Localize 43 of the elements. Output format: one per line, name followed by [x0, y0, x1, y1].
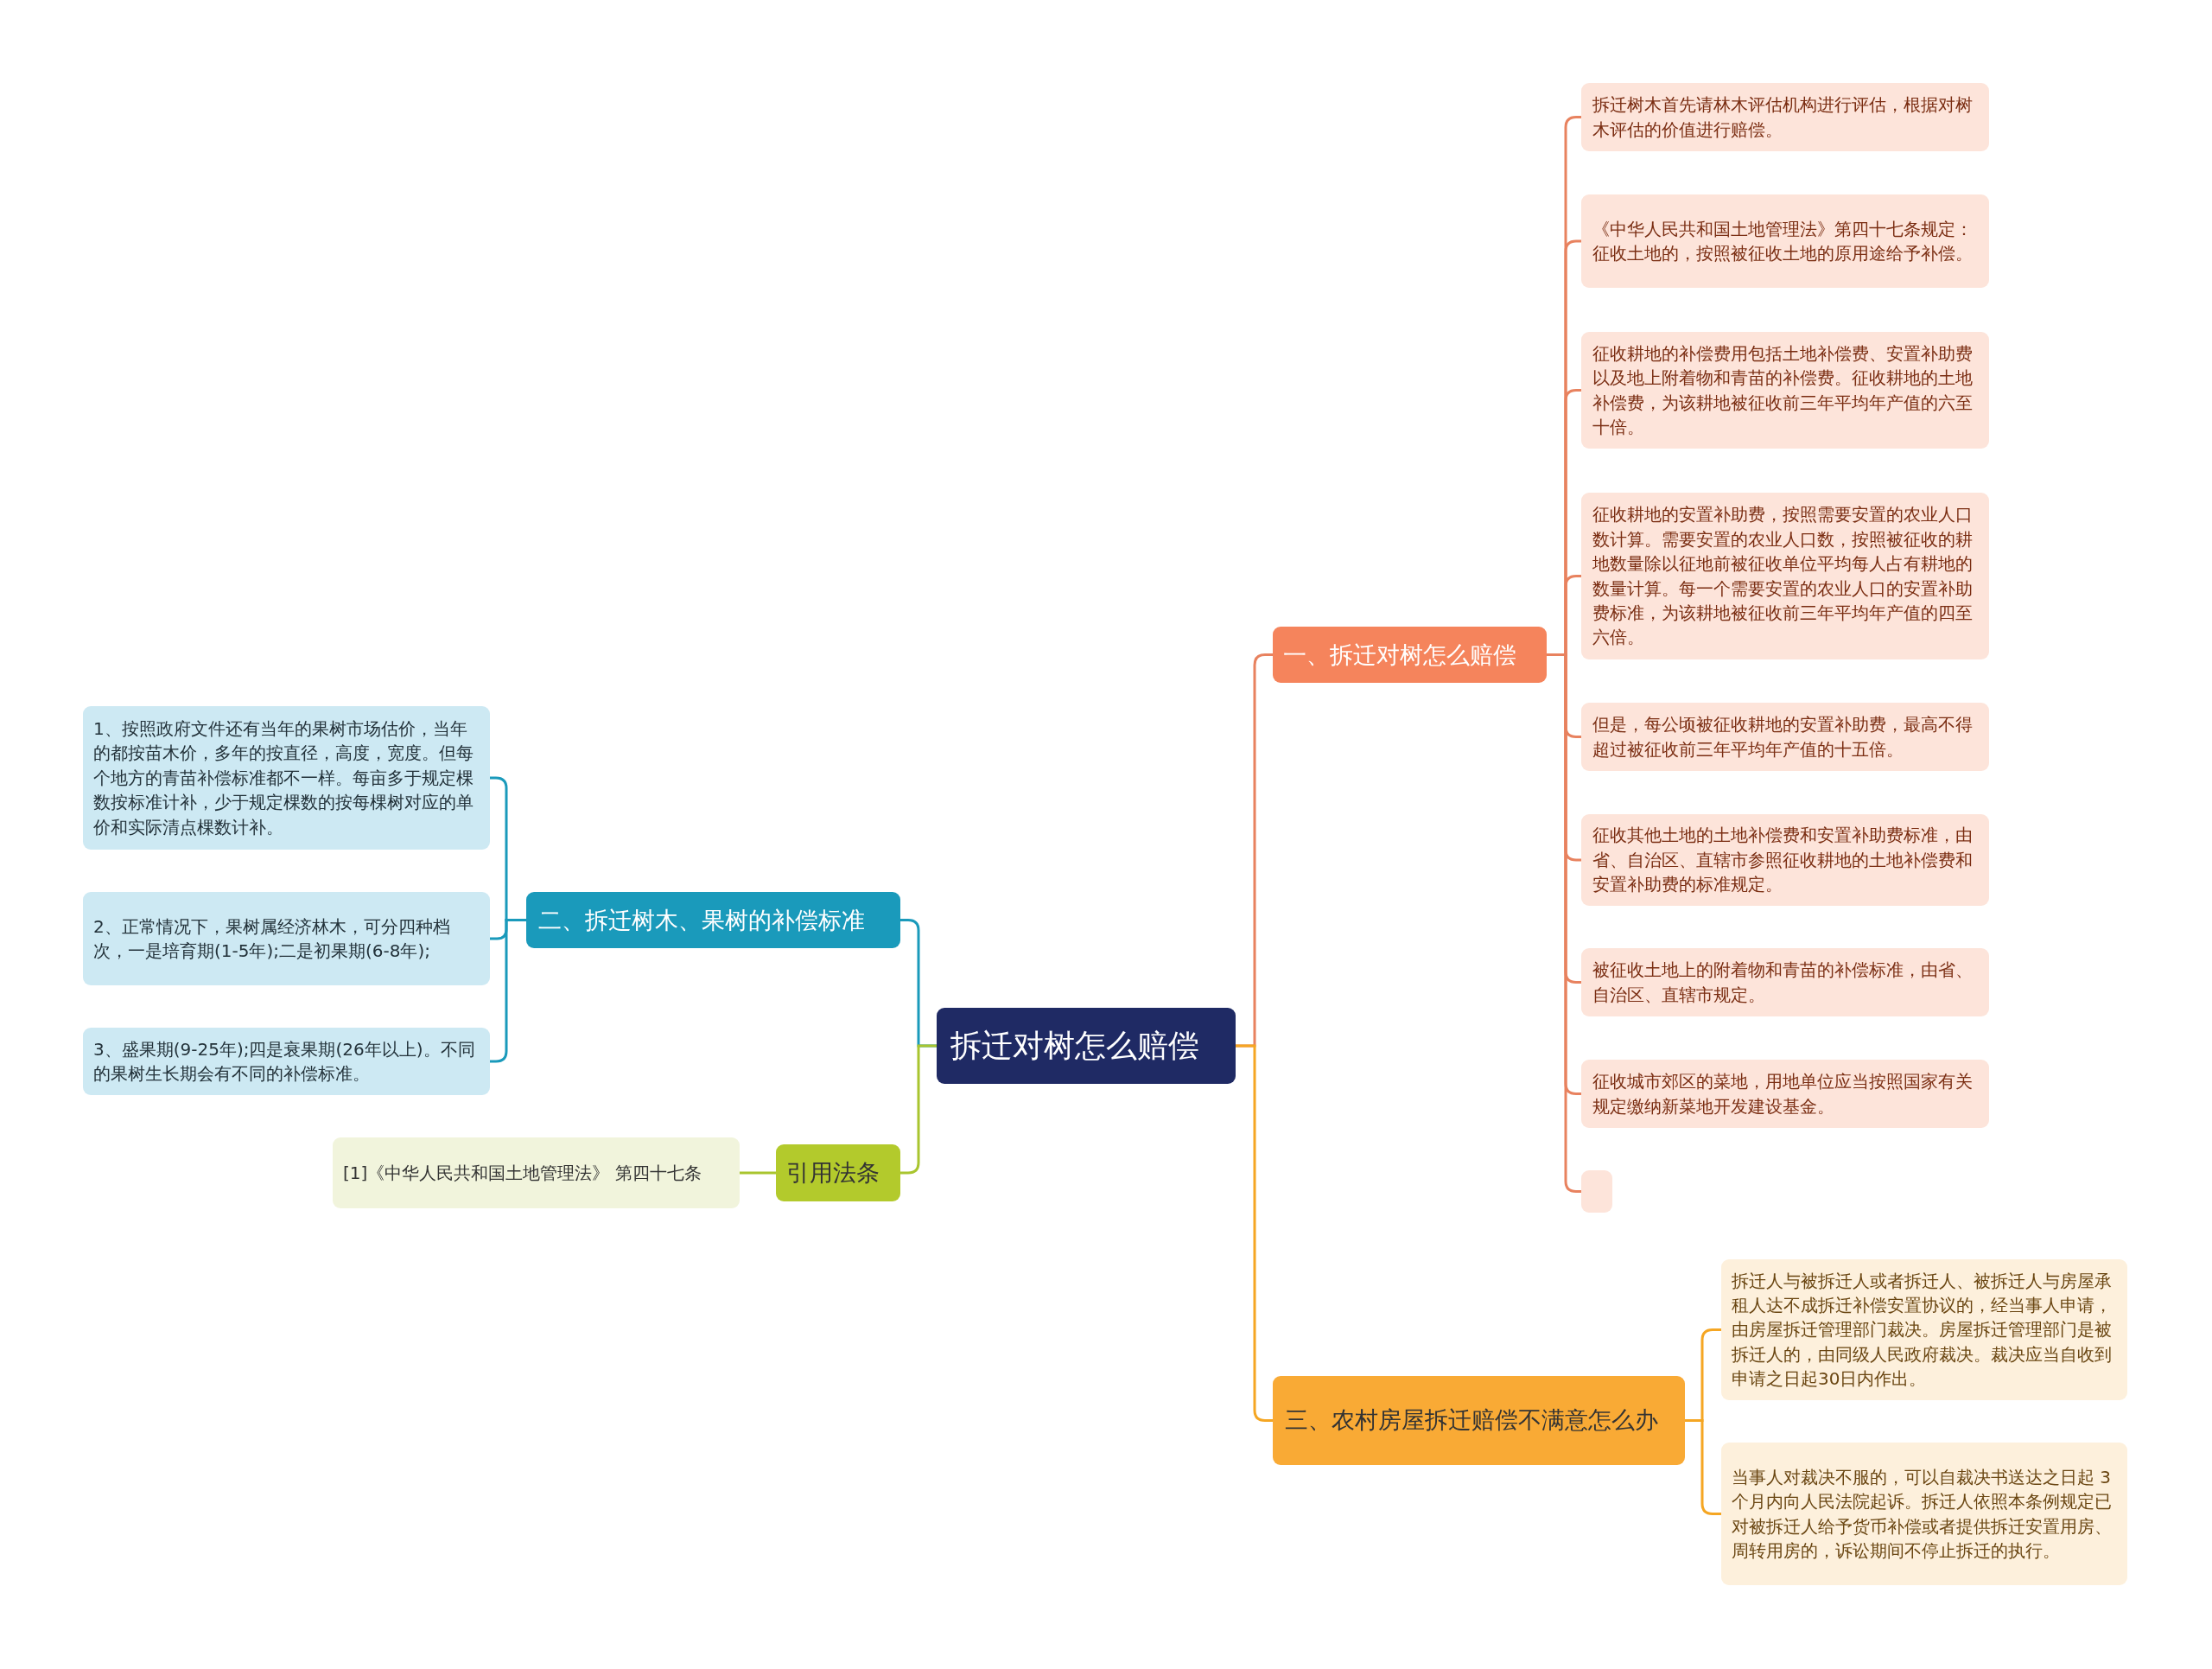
note-text: 拆迁人与被拆迁人或者拆迁人、被拆迁人与房屋承租人达不成拆迁补偿安置协议的，经当事人申请，由房屋拆迁管理部门裁决。房屋拆迁管理部门是被拆迁人的，由同级人民政府裁决。裁决应当自收到申请之日起30日内作出。: [1732, 1269, 2113, 1392]
note-text: 拆迁树木首先请林木评估机构进行评估，根据对树木评估的价值进行赔偿。: [1592, 93, 1974, 142]
note-text: 当事人对裁决不服的，可以自裁决书送达之日起 3 个月内向人民法院起诉。拆迁人依照本条例规定已对被拆迁人给予货币补偿或者提供拆迁安置用房、周转用房的，诉讼期间不停止拆迁的执行。: [1732, 1465, 2113, 1563]
note-card: [1581, 1060, 1989, 1128]
branch-topic-text: 三、农村房屋拆迁赔偿不满意怎么办: [1285, 1405, 1658, 1436]
note-card: [333, 1137, 740, 1208]
note-text: 征收其他土地的土地补偿费和安置补助费标准，由省、自治区、直辖市参照征收耕地的土地补偿费和安置补助费的标准规定。: [1592, 824, 1974, 897]
note-text: 但是，每公顷被征收耕地的安置补助费，最高不得超过被征收前三年平均年产值的十五倍。: [1592, 713, 1974, 761]
connector-line: [490, 919, 526, 1063]
branch-topic-text: 一、拆迁对树怎么赔偿: [1283, 640, 1516, 670]
connector-line: [1236, 1044, 1273, 1422]
note-text: 1、按照政府文件还有当年的果树市场估价，当年的都按苗木价，多年的按直径，高度，宽度。但每个地方的青苗补偿标准都不一样。每亩多于规定棵数按标准计补，少于规定棵数的按每棵树对应的单价和实际清点棵数计补。: [93, 717, 474, 839]
note-card: [1581, 948, 1989, 1016]
central-topic-box: [937, 1008, 1236, 1084]
note-text: 征收耕地的安置补助费，按照需要安置的农业人口数计算。需要安置的农业人口数，按照被征收的耕地数量除以征地前被征收单位平均每人占有耕地的数量计算。每一个需要安置的农业人口的安置补助费标准，为该耕地被征收前三年平均年产值的四至六倍。: [1592, 503, 1974, 650]
branch-topic-box: [526, 892, 900, 948]
note-card: [1581, 332, 1989, 449]
empty-note-card: [1581, 1170, 1612, 1213]
note-card: [1721, 1443, 2127, 1585]
note-card: [83, 706, 490, 850]
central-topic-text: 拆迁对树怎么赔偿: [950, 1026, 1199, 1065]
note-card: [1581, 493, 1989, 659]
note-card: [1581, 194, 1989, 288]
note-text: [1]《中华人民共和国土地管理法》 第四十七条: [343, 1161, 702, 1185]
connector-line: [900, 1044, 937, 1175]
note-card: [1721, 1259, 2127, 1400]
branch-topic-box: [776, 1144, 900, 1201]
connector-line: [740, 1171, 776, 1175]
note-text: 征收城市郊区的菜地，用地单位应当按照国家有关规定缴纳新菜地开发建设基金。: [1592, 1070, 1974, 1118]
note-card: [1581, 703, 1989, 771]
branch-topic-box: [1273, 627, 1547, 683]
note-card: [83, 892, 490, 985]
branch-topic-text: 二、拆迁树木、果树的补偿标准: [538, 905, 865, 935]
note-card: [83, 1028, 490, 1095]
note-text: 《中华人民共和国土地管理法》第四十七条规定：征收土地的，按照被征收土地的原用途给予补偿。: [1592, 217, 1974, 265]
note-card: [1581, 814, 1989, 906]
note-text: 被征收土地上的附着物和青苗的补偿标准，由省、自治区、直辖市规定。: [1592, 959, 1974, 1007]
note-text: 2、正常情况下，果树属经济林木，可分四种档次，一是培育期(1-5年);二是初果期(6-8年);: [93, 914, 451, 963]
note-text: 3、盛果期(9-25年);四是衰果期(26年以上)。不同的果树生长期会有不同的补偿标准。: [93, 1037, 476, 1086]
note-text: 征收耕地的补偿费用包括土地补偿费、安置补助费以及地上附着物和青苗的补偿费。征收耕地的土地补偿费，为该耕地被征收前三年平均年产值的六至十倍。: [1592, 341, 1974, 439]
branch-topic-box: [1273, 1376, 1685, 1465]
note-card: [1581, 83, 1989, 151]
branch-topic-text: 引用法条: [786, 1158, 880, 1188]
